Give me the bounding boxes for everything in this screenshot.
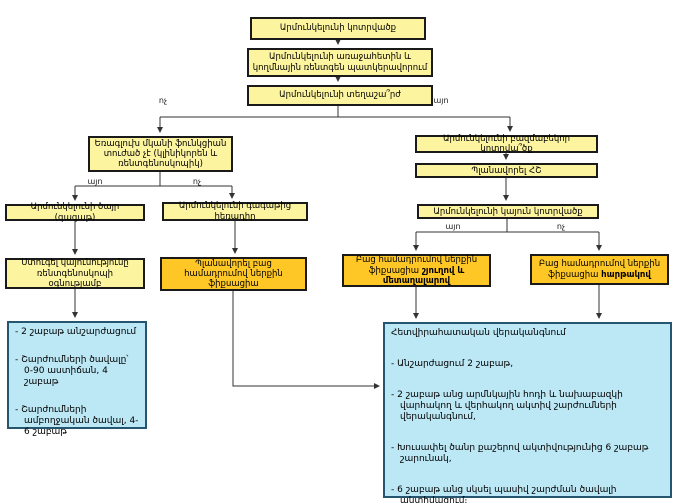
node-xray-imaging: Արմունկելունի առաջահետին և կողմնային ռեն…	[247, 48, 433, 77]
node-comminuted-question: Արմունկելունի բազմաբեկոր կոտրվա՞ծք	[415, 134, 598, 154]
node-orif-tension-band: Բաց համադրումով ներքին ֆիքսացիա շյուղով …	[342, 254, 491, 287]
edge-label-yes: այո	[87, 177, 103, 186]
node-olecranon-tip: Արմունկելունի ծայր (գագաթ)	[5, 202, 145, 223]
list-item: - Անշարժացում 2 շաբաթ,	[391, 358, 514, 369]
orif-tension-band-bold: շյուղով և մետաղալարով	[382, 265, 465, 286]
orif-tension-band-text: Բաց համադրումով ներքին ֆիքսացիա շյուղով …	[347, 255, 486, 285]
list-item: - Խուսափել ծանր քաշերով ակտիվությունից 6…	[391, 442, 649, 464]
postop-rehab-box: Հետվիրահատական վերականգնում - Անշարժացու…	[383, 322, 672, 503]
edge-label-yes: այո	[433, 96, 449, 105]
node-displacement-question: Արմունկելունի տեղաշա՞րժ	[247, 85, 433, 106]
edge-label-no: ոչ	[556, 222, 566, 231]
orif-plate-regular: Բաց համադրումով ներքին ֆիքսացիա	[538, 259, 661, 280]
orif-tension-band-regular: Բաց համադրումով ներքին ֆիքսացիա	[355, 255, 478, 276]
nonoperative-protocol-box: - 2 շաբաթ անշարժացում - Շարժումների ծավա…	[7, 321, 147, 437]
node-check-stability-fluoroscopy: Ստուգել կայունությունը ռենտգենոսկոպի օգն…	[5, 258, 145, 289]
list-item: - 2 շաբաթ անշարժացում	[15, 327, 137, 337]
list-item: - 6 շաբաթ անց սկսել պասիվ շարժման ծավալի…	[391, 484, 617, 503]
rehab-title: Հետվիրահատական վերականգնում	[391, 328, 566, 338]
node-plan-ct: Պլանավորել ՀՇ	[415, 163, 598, 178]
orif-plate-bold: հարթակով	[601, 269, 651, 280]
node-stable-fracture: Արմունկելունի կայուն կոտրվածք	[417, 204, 599, 219]
edge-label-no: ոչ	[158, 96, 168, 105]
edge-label-no: ոչ	[192, 177, 202, 186]
list-item: - Շարժումների ամբողջական ծավալ, 4-6 շաբա…	[15, 404, 139, 437]
node-plan-orif: Պլանավորել բաց համադրումով ներքին ֆիքսաց…	[160, 257, 307, 291]
node-distal-to-tip: Արմունկելունի գագաթից հեռադիր	[162, 201, 308, 222]
list-item: - 2 շաբաթ անց արմնկային հոդի և նախաբազկի…	[391, 389, 623, 422]
list-item: - Շարժումների ծավալը՝ 0-90 աստիճան, 4 շա…	[15, 354, 129, 387]
node-triceps-function-intact: Եռագլուխ մկանի ֆունկցիան տուժած չէ (կլին…	[88, 136, 233, 172]
node-orif-plate: Բաց համադրումով ներքին ֆիքսացիա հարթակով	[530, 254, 669, 285]
node-olecranon-fracture: Արմունկելունի կոտրվածք	[250, 17, 426, 40]
orif-plate-text: Բաց համադրումով ներքին ֆիքսացիա հարթակով	[535, 259, 664, 279]
edge-label-yes: այո	[445, 222, 461, 231]
